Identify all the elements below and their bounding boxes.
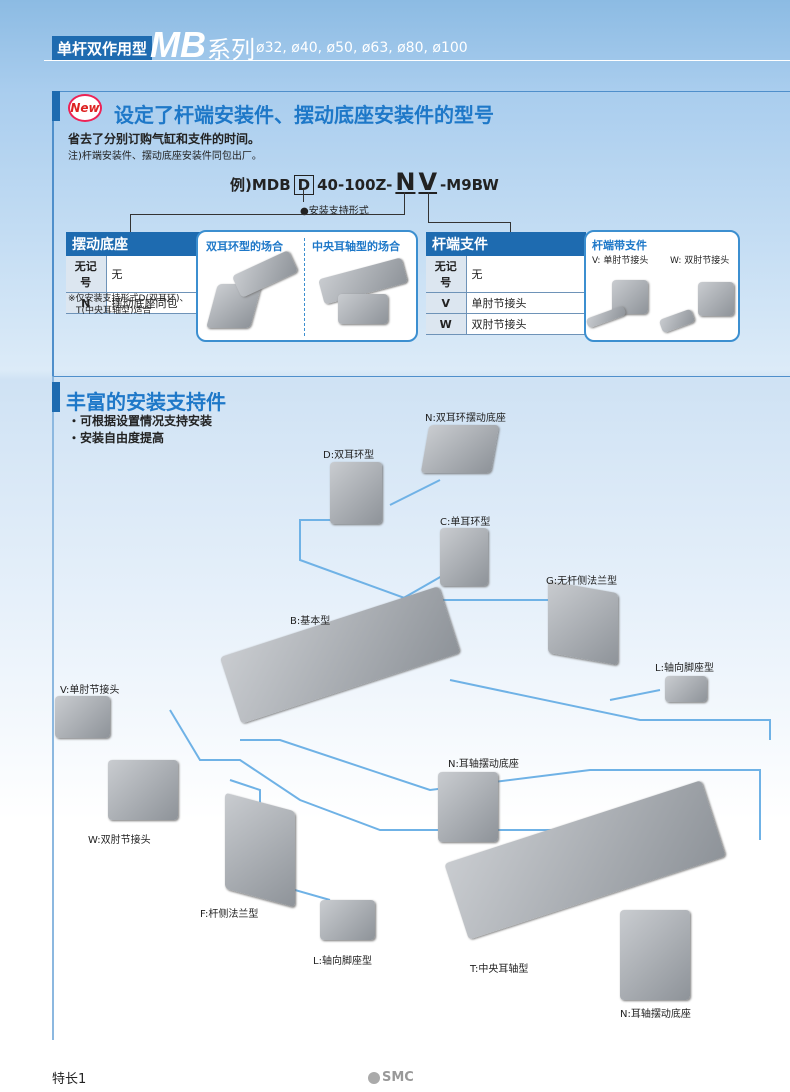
connector-line bbox=[428, 192, 429, 222]
example-pivot-code: N bbox=[395, 168, 416, 196]
series-suffix: 系列 bbox=[207, 36, 255, 64]
mount-type-label: ●安装支持形式 bbox=[300, 206, 369, 217]
bullet: ・安装自由度提高 bbox=[68, 431, 165, 445]
example-mid: 40-100Z- bbox=[317, 176, 393, 194]
trunnion-pivot-image bbox=[338, 294, 388, 324]
brand-text: SMC bbox=[382, 1070, 414, 1085]
connector-line bbox=[130, 214, 131, 232]
cell-desc: 摆动底座同包 bbox=[106, 292, 206, 314]
double-knuckle-image bbox=[108, 760, 178, 820]
cell-desc: 无 bbox=[106, 256, 206, 293]
smc-logo: SMC bbox=[368, 1070, 414, 1085]
connector-line bbox=[428, 222, 510, 223]
rod-table-title: 杆端支件 bbox=[426, 232, 586, 256]
label-t: T:中央耳轴型 bbox=[470, 964, 529, 975]
pivot-footnote-1: ※仅安装支持形式D(双耳环)、 bbox=[68, 294, 189, 304]
section1-note: 注)杆端安装件、摆动底座安装件同包出厂。 bbox=[68, 151, 262, 162]
trunnion-pivot-image bbox=[438, 772, 498, 842]
single-clevis-image bbox=[440, 528, 488, 586]
example-rod-code: V bbox=[418, 168, 438, 196]
label-v: V:单肘节接头 bbox=[60, 685, 120, 696]
cell-desc: 单肘节接头 bbox=[466, 292, 586, 314]
label-n-clevis-pivot: N:双耳环摆动底座 bbox=[425, 413, 506, 424]
connector-line bbox=[303, 190, 304, 202]
case-clevis-label: 双耳环型的场合 bbox=[206, 240, 283, 253]
label-l1: L:轴向脚座型 bbox=[655, 663, 714, 674]
label-n-trunnion-pivot: N:耳轴摆动底座 bbox=[448, 759, 519, 770]
trunnion-pivot-image bbox=[620, 910, 690, 1000]
section-marker bbox=[52, 91, 60, 121]
label-n-trunnion-pivot-2: N:耳轴摆动底座 bbox=[620, 1009, 691, 1020]
series-name: MB bbox=[150, 24, 206, 65]
connector-line bbox=[130, 214, 405, 215]
cell-code: 无记号 bbox=[66, 256, 107, 293]
single-knuckle-label: V: 单肘节接头 bbox=[592, 256, 649, 266]
cell-desc: 无 bbox=[466, 256, 586, 293]
cell-code: W bbox=[426, 313, 467, 335]
cell-code: 无记号 bbox=[426, 256, 467, 293]
case-trunnion-label: 中央耳轴型的场合 bbox=[312, 240, 400, 253]
double-knuckle-label: W: 双肘节接头 bbox=[670, 256, 730, 266]
double-clevis-image bbox=[330, 462, 382, 524]
section-model-options bbox=[52, 91, 790, 376]
model-example: 例)MDB D 40-100Z- N V -M9BW bbox=[230, 168, 499, 196]
rod-photo-box: 杆端带支件 V: 单肘节接头 W: 双肘节接头 bbox=[584, 230, 740, 342]
head-flange-image bbox=[548, 580, 618, 666]
connector-line bbox=[510, 222, 511, 232]
example-prefix: 例)MDB bbox=[230, 176, 291, 194]
series-tag: 单杆双作用型 bbox=[52, 36, 153, 61]
bore-sizes: ø32, ø40, ø50, ø63, ø80, ø100 bbox=[256, 40, 468, 56]
rod-box-title: 杆端带支件 bbox=[592, 239, 647, 252]
new-badge: New bbox=[68, 94, 102, 122]
section-marker bbox=[52, 382, 60, 412]
label-d: D:双耳环型 bbox=[323, 450, 375, 461]
section1-subtitle: 省去了分别订购气缸和支件的时间。 bbox=[68, 132, 261, 146]
table-row: 无记号无 bbox=[66, 256, 206, 293]
bullet: ・可根据设置情况支持安装 bbox=[68, 414, 213, 428]
section2-title: 丰富的安装支持件 bbox=[66, 390, 226, 414]
label-f: F:杆侧法兰型 bbox=[200, 909, 259, 920]
section-mounting bbox=[52, 376, 790, 1040]
connector-lines bbox=[169, 479, 771, 901]
connector-line bbox=[404, 192, 405, 214]
section1-title: 设定了杆端安装件、摆动底座安装件的型号 bbox=[114, 103, 494, 127]
pivot-footnote-2: T(中央耳轴型)适合 bbox=[76, 306, 152, 316]
rod-flange-image bbox=[225, 792, 295, 908]
double-knuckle-image bbox=[698, 282, 734, 316]
foot-bracket-image bbox=[320, 900, 375, 940]
label-g: G:无杆侧法兰型 bbox=[546, 576, 618, 587]
label-l2: L:轴向脚座型 bbox=[313, 956, 372, 967]
example-suffix: -M9BW bbox=[440, 176, 499, 194]
page-number: 特长1 bbox=[52, 1072, 87, 1087]
label-c: C:单耳环型 bbox=[440, 517, 491, 528]
divider bbox=[304, 238, 305, 336]
header-divider bbox=[44, 60, 790, 61]
table-row: 无记号无 bbox=[426, 256, 586, 293]
label-b: B:基本型 bbox=[290, 616, 331, 627]
clevis-pivot-bracket-image bbox=[420, 425, 500, 473]
label-w: W:双肘节接头 bbox=[88, 835, 151, 846]
smc-logo-icon bbox=[368, 1071, 380, 1084]
cell-code: N bbox=[66, 292, 107, 314]
cell-code: V bbox=[426, 292, 467, 314]
cell-desc: 双肘节接头 bbox=[466, 313, 586, 335]
foot-bracket-image bbox=[665, 676, 707, 702]
pivot-photo-box: 双耳环型的场合 中央耳轴型的场合 bbox=[196, 230, 418, 342]
single-knuckle-image bbox=[55, 696, 110, 738]
pivot-table-title: 摆动底座 bbox=[66, 232, 206, 256]
